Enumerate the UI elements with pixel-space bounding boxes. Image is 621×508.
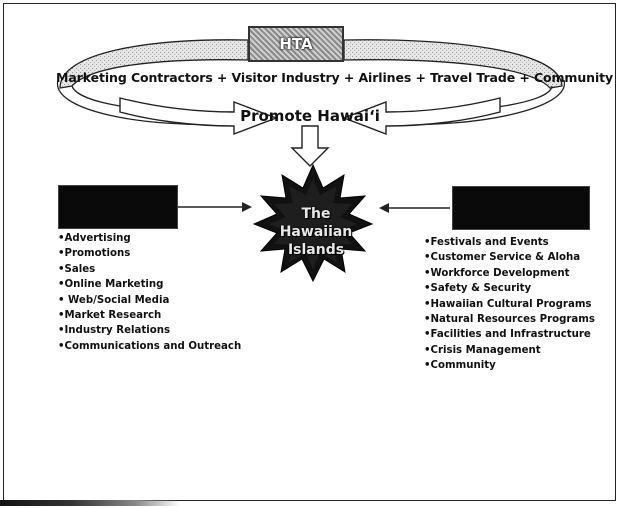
star-burst-inner [269,178,357,270]
right-connector-head [379,203,389,213]
left-arrow [119,97,278,136]
list-item: •Community [424,360,496,372]
page-frame [3,3,616,501]
list-item: •Facilities and Infrastructure [424,329,591,341]
star-label-line-1: The [301,206,331,222]
list-item: •Workforce Development [424,267,570,279]
list-item: • Web/Social Media [58,294,170,306]
list-item: •Customer Service & Aloha [424,252,581,264]
list-item: •Crisis Management [424,344,541,356]
list-item: •Natural Resources Programs [424,314,595,326]
list-item: •Sales [58,263,96,275]
hta-label: HTA [279,35,313,53]
star-label-line-3: Islands [287,242,345,258]
band-upper-arc-right [343,39,563,89]
star-label-line-2: Hawaiian [279,224,353,240]
list-item: •Communications and Outreach [58,340,242,352]
list-item: •Advertising [58,233,131,244]
list-item: •Online Marketing [58,279,164,291]
left-category-box [58,185,178,229]
right-activity-list: •Festivals and Events •Customer Service … [424,235,595,374]
list-item: •Festivals and Events [424,237,549,248]
left-activity-list: •Advertising •Promotions •Sales •Online … [58,231,241,354]
hta-box: HTA [248,26,344,62]
right-category-box [452,186,590,230]
partners-text: Marketing Contractors + Visitor Industry… [56,70,614,85]
down-arrow [290,125,330,167]
scan-artifact [0,500,180,506]
left-connector-head [242,202,252,212]
promote-label: Promote Hawai‘i [240,107,380,125]
list-item: •Industry Relations [58,325,171,337]
list-item: •Promotions [58,248,131,260]
right-arrow [342,97,501,136]
list-item: •Safety & Security [424,283,532,295]
star-label: The Hawaiian Islands [266,205,366,259]
list-item: •Hawaiian Cultural Programs [424,298,592,310]
list-item: •Market Research [58,310,162,322]
